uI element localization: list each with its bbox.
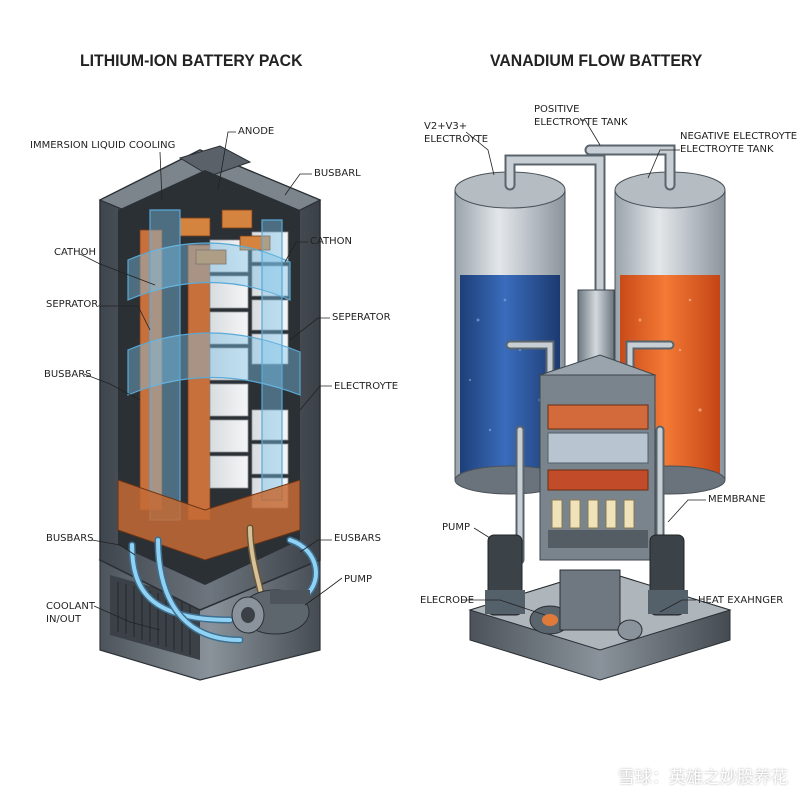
label-positive-tank-line2: ELECTROYTE TANK <box>534 117 628 128</box>
label-busbarl: BUSBARL <box>314 168 361 179</box>
label-heat-exchanger: HEAT EXAHNGER <box>698 595 784 606</box>
label-coolant: COOLANT IN/OUT <box>46 600 95 626</box>
coolant-hoses <box>128 524 320 644</box>
label-positive-tank-line1: POSITIVE <box>534 104 580 115</box>
vanadium-flow-system <box>454 144 732 681</box>
label-elecrode: ELECRODE <box>420 595 475 606</box>
cell-stack <box>139 209 289 521</box>
label-v-electrolyte-line1: V2+V3+ <box>424 121 468 132</box>
watermark-text: 雪球：英雄之妙股养花 <box>618 768 788 788</box>
label-separator-right: SEPERATOR <box>332 312 391 323</box>
label-immersion-cooling: IMMERSION LIQUID COOLING <box>30 140 176 151</box>
title-lithium-ion: LITHIUM-ION BATTERY PACK <box>80 51 303 70</box>
label-negative-tank-line1: NEGATIVE ELECTROYTE <box>680 131 798 142</box>
coolant-pump <box>231 589 310 635</box>
snowball-logo-icon <box>589 764 611 787</box>
leader-lines <box>79 119 706 631</box>
label-v-electrolyte: V2+V3+ ELECTROYTE <box>424 120 488 146</box>
label-coolant-line2: IN/OUT <box>46 614 82 625</box>
label-membrane: MEMBRANE <box>708 494 766 505</box>
title-vanadium-flow: VANADIUM FLOW BATTERY <box>490 51 703 70</box>
label-electroyte: ELECTROYTE <box>334 381 399 392</box>
flow-cell-stack <box>538 289 657 561</box>
lithium-ion-pack <box>98 145 322 681</box>
watermark: 雪球：英雄之妙股养花 <box>588 763 788 788</box>
label-v-electrolyte-line2: ELECTROYTE <box>424 134 489 145</box>
label-coolant-line1: COOLANT <box>46 601 95 612</box>
label-eusbars: EUSBARS <box>334 533 381 544</box>
label-negative-tank-line2: ELECTROYTE TANK <box>680 144 774 155</box>
label-cathoh: CATHOH <box>54 247 97 258</box>
label-anode: ANODE <box>238 126 275 137</box>
label-pump-left: PUMP <box>344 574 373 585</box>
label-positive-tank: POSITIVE ELECTROYTE TANK <box>534 103 628 129</box>
label-busbars-left: BUSBARS <box>44 369 92 380</box>
label-cathon: CATHON <box>310 236 353 247</box>
label-pump-right: PUMP <box>442 522 471 533</box>
coolant-flow <box>127 209 301 521</box>
label-separator-left: SEPRATOR <box>46 299 99 310</box>
flow-pumps <box>485 534 688 641</box>
label-negative-tank: NEGATIVE ELECTROYTE ELECTROYTE TANK <box>680 130 797 156</box>
label-busbars-bottom: BUSBARS <box>46 533 94 544</box>
